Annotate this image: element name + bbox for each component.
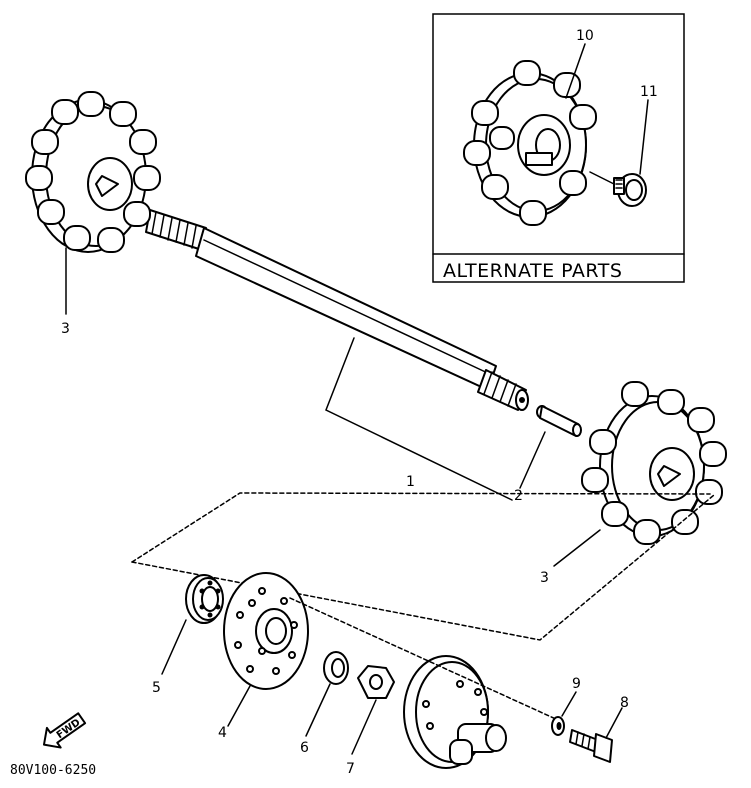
callout-10-leader xyxy=(565,43,586,99)
hub-flange-part xyxy=(403,655,507,769)
fwd-arrow-icon: FWD xyxy=(42,712,87,749)
clamp-guide-line xyxy=(589,171,615,185)
callout-1-bracket xyxy=(325,337,513,501)
diagram-code: 80V100-6250 xyxy=(10,763,96,778)
callout-6: 6 xyxy=(300,740,309,756)
callout-3b-leader xyxy=(553,529,601,567)
assembly-ref-top xyxy=(131,492,711,563)
callout-3a: 3 xyxy=(61,321,70,337)
left-sprocket xyxy=(25,91,161,253)
callout-10: 10 xyxy=(576,28,594,44)
callout-11-leader xyxy=(639,99,649,175)
bolt-part xyxy=(569,729,613,763)
callout-3b: 3 xyxy=(540,570,549,586)
callout-9: 9 xyxy=(572,676,581,692)
callout-1: 1 xyxy=(406,474,415,490)
assembly-ref-bottom xyxy=(131,494,715,641)
alternate-parts-inset: ALTERNATE PARTS 10 xyxy=(432,13,685,283)
inset-border xyxy=(432,13,685,283)
callout-6-leader xyxy=(305,683,331,737)
callout-8: 8 xyxy=(620,695,629,711)
flange-plate-part xyxy=(223,572,309,690)
callout-7-leader xyxy=(351,699,377,755)
alternate-sprocket xyxy=(463,60,597,226)
callout-4: 4 xyxy=(218,725,227,741)
nut-part xyxy=(357,665,395,699)
drive-shaft xyxy=(145,209,529,411)
callout-11: 11 xyxy=(640,84,658,100)
small-washer-part xyxy=(551,716,565,736)
callout-7: 7 xyxy=(346,761,355,777)
bearing-part xyxy=(185,574,224,624)
callout-8-leader xyxy=(605,707,623,739)
washer-part xyxy=(323,651,349,685)
callout-2-leader xyxy=(519,431,546,489)
pin-part xyxy=(536,405,582,437)
right-sprocket xyxy=(581,381,727,545)
callout-4-leader xyxy=(227,685,251,727)
clamp-part xyxy=(613,173,647,207)
inset-title: ALTERNATE PARTS xyxy=(443,260,622,282)
alignment-line xyxy=(289,597,559,721)
callout-9-leader xyxy=(561,691,577,717)
callout-5-leader xyxy=(161,619,187,675)
callout-5: 5 xyxy=(152,680,161,696)
callout-2: 2 xyxy=(514,488,523,504)
